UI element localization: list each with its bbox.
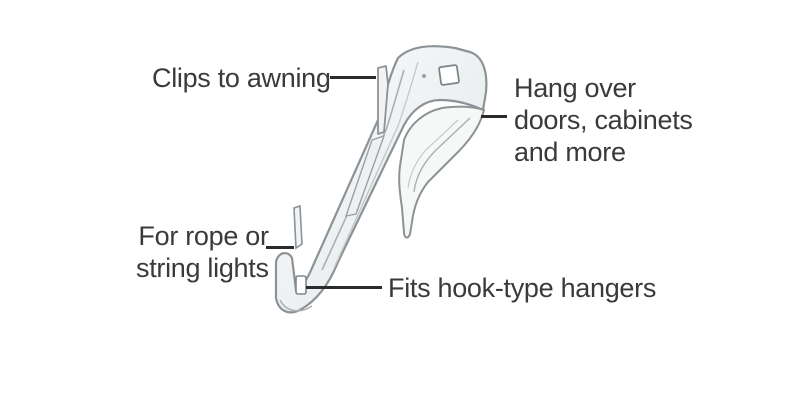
callout-awning-text: Clips to awning	[152, 63, 331, 93]
rope-leader-line	[266, 246, 294, 249]
awning-leader-line	[330, 76, 376, 79]
callout-rope-line-2: string lights	[136, 253, 269, 283]
callout-doors-line-1: Hang over	[514, 73, 636, 103]
callout-doors-line-2: doors, cabinets	[514, 105, 693, 135]
callout-clips-to-awning: Clips to awning	[152, 62, 331, 94]
callout-doors-line-3: and more	[514, 137, 626, 167]
callout-hook-type-hangers: Fits hook-type hangers	[388, 272, 656, 304]
doors-leader-line	[481, 115, 507, 118]
hooks-leader-line	[306, 286, 382, 289]
clip-awning-fin	[377, 65, 389, 135]
callout-rope-line-1: For rope or	[138, 221, 269, 251]
callout-rope-lights: For rope or string lights	[136, 220, 269, 284]
callout-hang-over-doors: Hang over doors, cabinets and more	[514, 72, 693, 168]
clip-top-slot	[438, 64, 460, 86]
clip-bottom-slot	[295, 275, 307, 295]
clip-door-hook	[398, 105, 485, 239]
clip-rope-hook	[293, 204, 303, 250]
callout-hooks-text: Fits hook-type hangers	[388, 273, 657, 303]
